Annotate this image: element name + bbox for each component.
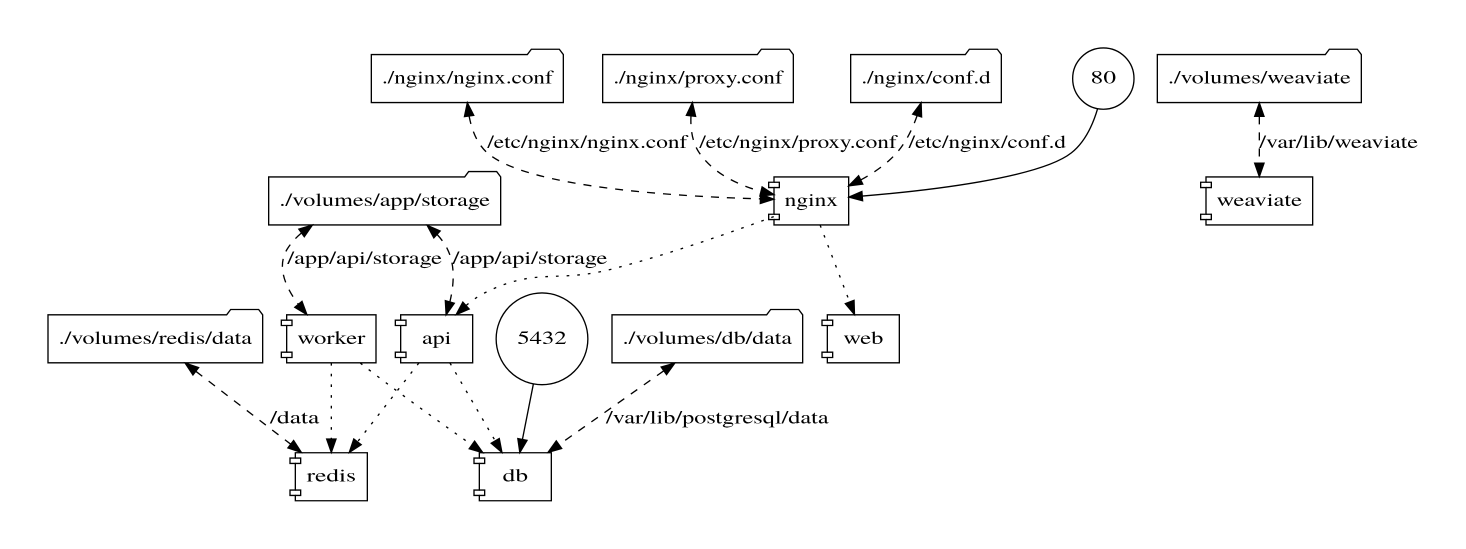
svg-text:80: 80: [1091, 65, 1116, 90]
svg-text:worker: worker: [297, 325, 366, 350]
svg-text:web: web: [843, 325, 883, 350]
svg-text:./nginx/nginx.conf: ./nginx/nginx.conf: [382, 65, 555, 90]
svg-text:./volumes/weaviate: ./volumes/weaviate: [1168, 65, 1351, 90]
svg-text:./nginx/proxy.conf: ./nginx/proxy.conf: [613, 65, 785, 90]
svg-text:/etc/nginx/proxy.conf: /etc/nginx/proxy.conf: [698, 129, 899, 154]
svg-text:./volumes/app/storage: ./volumes/app/storage: [279, 187, 490, 212]
svg-text:/app/api/storage: /app/api/storage: [286, 245, 442, 270]
svg-text:/etc/nginx/conf.d: /etc/nginx/conf.d: [907, 129, 1066, 154]
svg-text:api: api: [422, 325, 451, 350]
svg-text:weaviate: weaviate: [1217, 187, 1302, 212]
svg-text:./nginx/conf.d: ./nginx/conf.d: [861, 65, 991, 90]
svg-text:redis: redis: [307, 463, 356, 488]
svg-text:/data: /data: [269, 405, 321, 430]
svg-text:/app/api/storage: /app/api/storage: [451, 245, 607, 270]
svg-text:/var/lib/weaviate: /var/lib/weaviate: [1258, 129, 1418, 154]
svg-text:nginx: nginx: [785, 187, 838, 212]
svg-text:/var/lib/postgresql/data: /var/lib/postgresql/data: [605, 405, 830, 430]
svg-text:db: db: [503, 463, 528, 488]
svg-text:./volumes/db/data: ./volumes/db/data: [623, 325, 793, 350]
svg-text:5432: 5432: [517, 325, 566, 350]
svg-text:/etc/nginx/nginx.conf: /etc/nginx/nginx.conf: [486, 129, 689, 154]
svg-text:./volumes/redis/data: ./volumes/redis/data: [59, 325, 253, 350]
